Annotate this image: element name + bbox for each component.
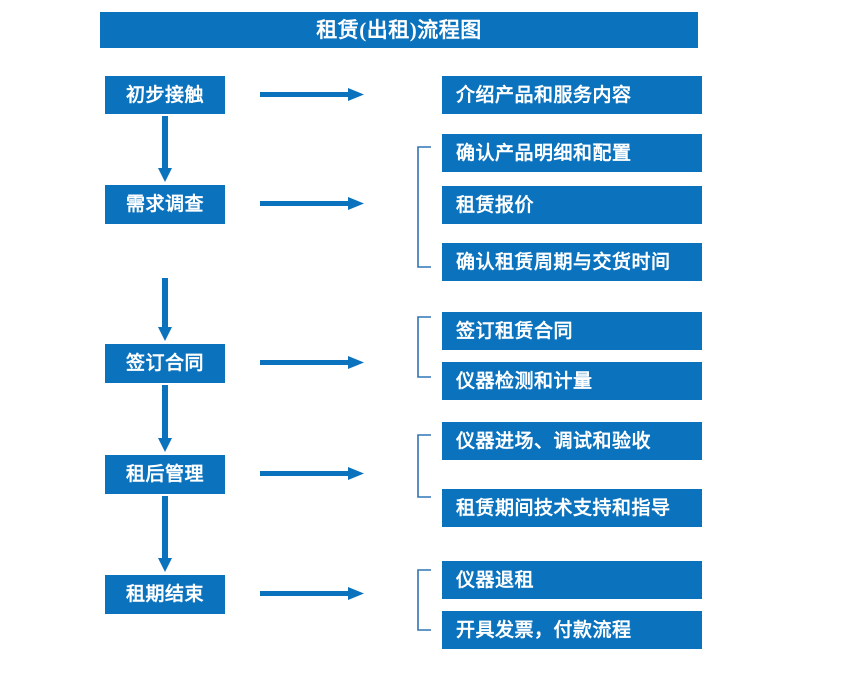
horizontal-arrow-icon-5 — [260, 584, 365, 604]
stage-box-rental-end[interactable]: 租期结束 — [105, 575, 225, 614]
stage-box-initial-contact[interactable]: 初步接触 — [105, 76, 225, 114]
stage-label: 需求调查 — [125, 194, 204, 215]
stage-box-sign-contract[interactable]: 签订合同 — [105, 344, 225, 383]
horizontal-arrow-icon-2 — [260, 194, 365, 214]
detail-box-introduce-products[interactable]: 介绍产品和服务内容 — [442, 76, 702, 114]
group-bracket-icon-post-rental — [416, 434, 432, 498]
detail-label: 介绍产品和服务内容 — [456, 84, 632, 106]
stage-label: 租后管理 — [125, 464, 204, 485]
detail-box-rental-quote[interactable]: 租赁报价 — [442, 186, 702, 224]
detail-label: 确认产品明细和配置 — [456, 142, 632, 164]
vertical-arrow-icon-2 — [154, 278, 176, 343]
detail-box-confirm-rental-period[interactable]: 确认租赁周期与交货时间 — [442, 243, 702, 281]
group-bracket-icon-rental-end — [416, 569, 432, 631]
detail-label: 开具发票，付款流程 — [456, 619, 632, 641]
detail-box-technical-support[interactable]: 租赁期间技术支持和指导 — [442, 489, 702, 527]
diagram-title-text: 租赁(出租)流程图 — [316, 17, 482, 42]
detail-box-confirm-product-spec[interactable]: 确认产品明细和配置 — [442, 134, 702, 172]
detail-label: 签订租赁合同 — [456, 320, 574, 342]
vertical-arrow-icon-3 — [154, 385, 176, 454]
vertical-arrow-icon-1 — [154, 116, 176, 184]
stage-label: 初步接触 — [125, 84, 204, 106]
detail-label: 仪器进场、调试和验收 — [456, 430, 652, 452]
horizontal-arrow-icon-3 — [260, 353, 365, 373]
detail-box-instrument-inspection[interactable]: 仪器检测和计量 — [442, 362, 702, 400]
detail-label: 仪器检测和计量 — [456, 370, 593, 392]
stage-box-requirements-survey[interactable]: 需求调查 — [105, 185, 225, 224]
detail-box-sign-rental-contract[interactable]: 签订租赁合同 — [442, 312, 702, 350]
detail-label: 确认租赁周期与交货时间 — [456, 251, 671, 273]
group-bracket-icon-requirements — [416, 146, 432, 268]
horizontal-arrow-icon-4 — [260, 464, 365, 484]
stage-label: 签订合同 — [125, 353, 204, 374]
stage-label: 租期结束 — [125, 584, 204, 605]
detail-label: 仪器退租 — [456, 569, 535, 591]
detail-box-instrument-return[interactable]: 仪器退租 — [442, 561, 702, 599]
diagram-title-bar: 租赁(出租)流程图 — [100, 12, 698, 48]
detail-label: 租赁报价 — [456, 194, 535, 216]
detail-box-instrument-arrival[interactable]: 仪器进场、调试和验收 — [442, 422, 702, 460]
group-bracket-icon-contract — [416, 316, 432, 378]
detail-box-invoice-payment[interactable]: 开具发票，付款流程 — [442, 611, 702, 649]
horizontal-arrow-icon-1 — [260, 85, 365, 105]
vertical-arrow-icon-4 — [154, 496, 176, 574]
stage-box-post-rental-management[interactable]: 租后管理 — [105, 455, 225, 494]
detail-label: 租赁期间技术支持和指导 — [456, 497, 671, 519]
